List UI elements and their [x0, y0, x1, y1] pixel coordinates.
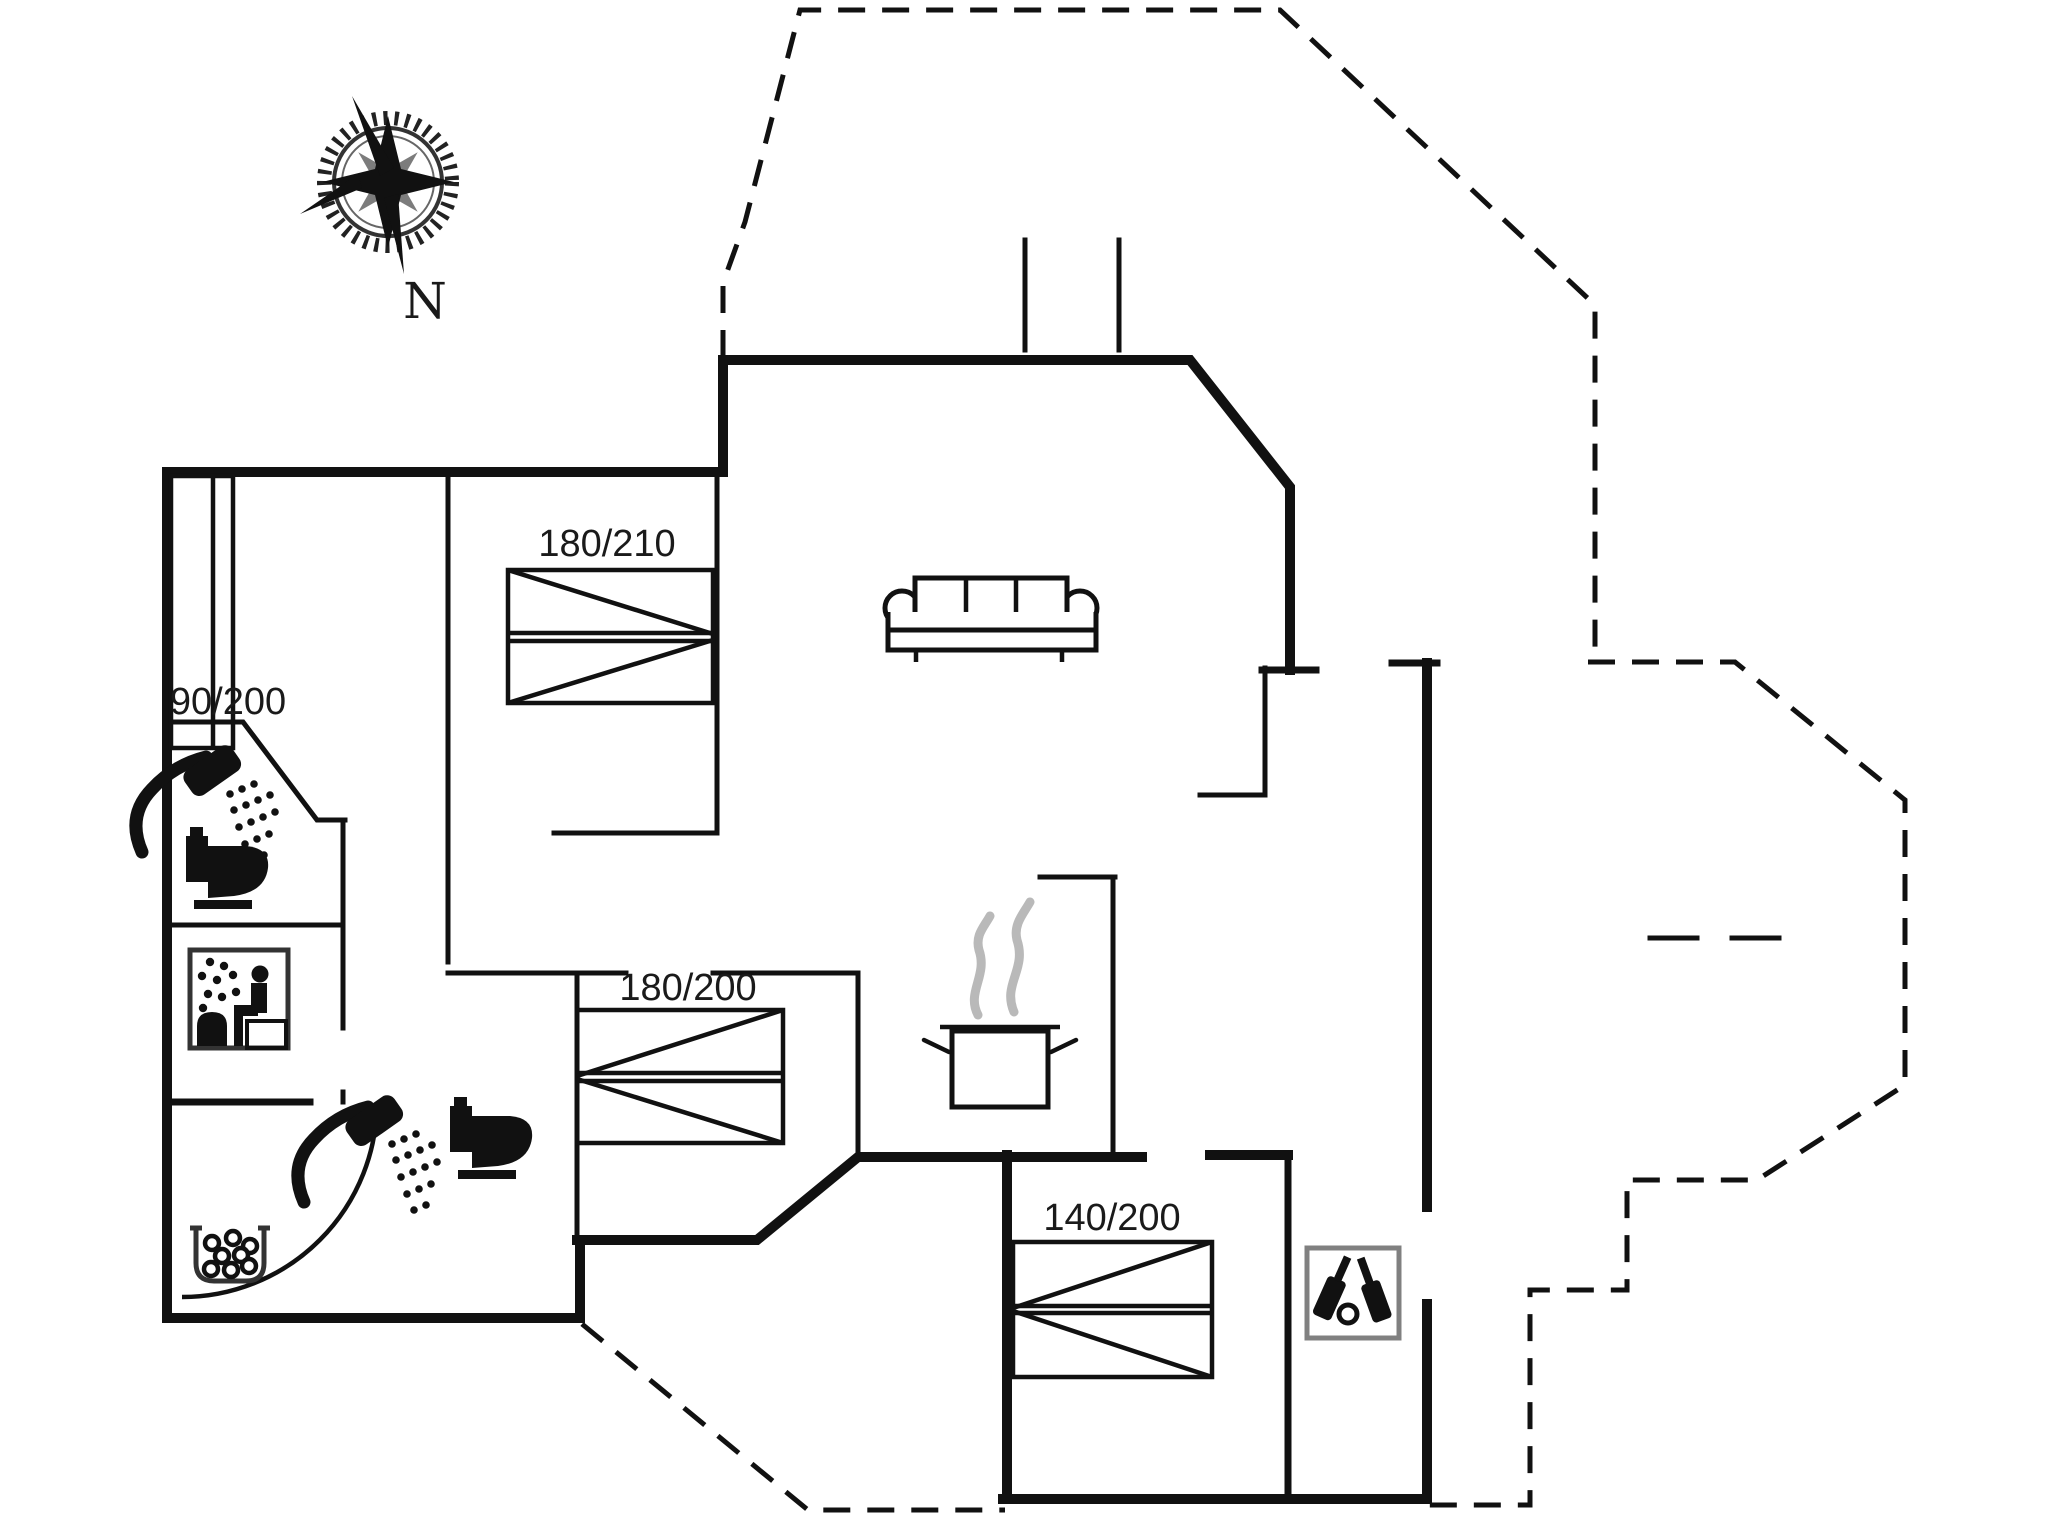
sauna-icon — [187, 947, 291, 1051]
terrace-dashed-outline — [580, 7, 1908, 1513]
door-arc — [181, 1101, 380, 1300]
bed-size-label: 180/200 — [619, 967, 756, 1009]
double-bed-140-200 — [1010, 1239, 1215, 1380]
whirlpool-stones-icon — [190, 1225, 270, 1284]
single-bed-90-200 — [168, 473, 236, 751]
stove-pot-icon — [921, 1024, 1079, 1110]
double-bed-180-210 — [505, 567, 716, 706]
terrace-step-marks — [1022, 237, 1782, 941]
wine-bottles-icon — [1304, 1245, 1402, 1341]
sofa-icon — [882, 575, 1100, 662]
toilet-icon — [450, 1097, 533, 1179]
bed-size-label: 140/200 — [1043, 1197, 1180, 1239]
steam-icon — [969, 897, 1035, 1020]
double-bed-180-200 — [574, 1007, 786, 1146]
exterior-walls — [162, 355, 1441, 1504]
compass-rose-icon: N — [300, 96, 459, 330]
north-label: N — [403, 272, 447, 330]
bed-size-label: 180/210 — [538, 523, 675, 565]
bed-size-label: 90/200 — [170, 681, 286, 723]
